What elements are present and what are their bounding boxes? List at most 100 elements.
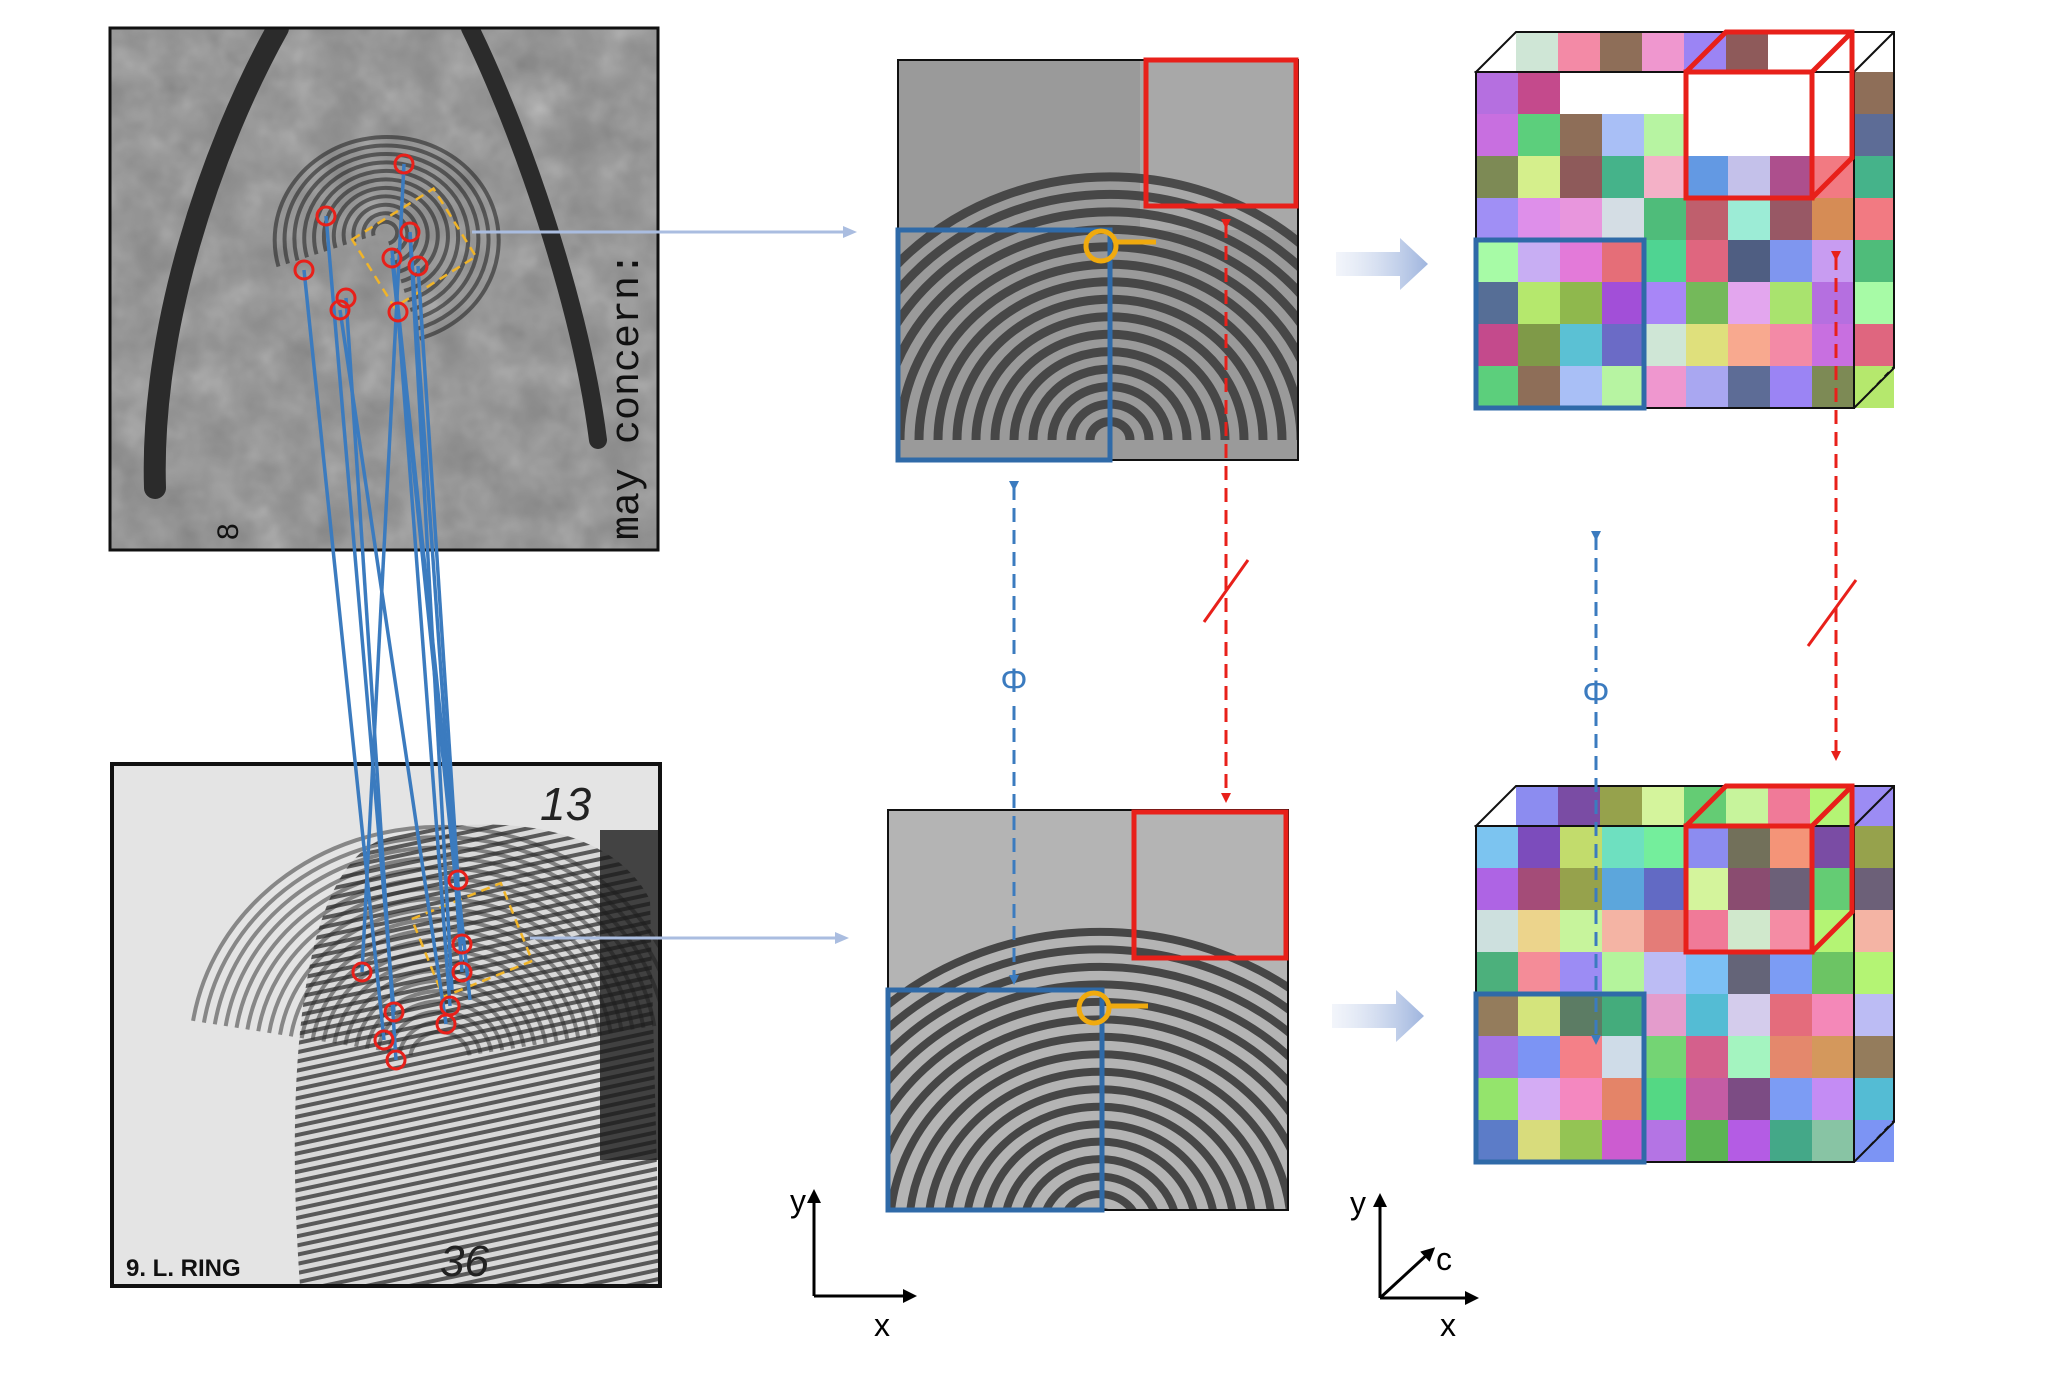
feature-cell: [1476, 324, 1518, 366]
feature-red-region: [1683, 69, 1815, 201]
feature-cell: [1644, 826, 1686, 868]
feature-cell: [1518, 240, 1560, 282]
feature-cell: [1476, 282, 1518, 324]
latent-print-image: may concern: 8: [108, 26, 660, 552]
minutiae-correspondence-lines: [302, 163, 472, 1061]
feature-cell: [1728, 910, 1770, 952]
feature-red-region: [1683, 823, 1815, 955]
feature-cell-back: [1600, 786, 1642, 826]
feature-cell: [1812, 1120, 1854, 1162]
axes-3d: y x c: [1350, 1185, 1479, 1343]
latent-patch-blue-region: [895, 227, 1113, 463]
feature-cell-side: [1854, 114, 1894, 156]
ridge-line: [888, 962, 1288, 1060]
feature-cell: [1728, 952, 1770, 994]
minutia-marker: [447, 869, 469, 891]
ridge-line: [322, 177, 450, 293]
feature-cell-back: [1516, 786, 1558, 826]
feature-cell: [1728, 156, 1770, 198]
ridge-line: [332, 958, 548, 1044]
feature-cell: [1476, 910, 1518, 952]
feature-cell: [1644, 1036, 1686, 1078]
feature-cell: [1770, 114, 1812, 156]
feature-cell: [1686, 366, 1728, 408]
feature-cell: [1728, 994, 1770, 1036]
latent-feature-map: [1473, 29, 1895, 411]
ridge-line: [302, 160, 471, 312]
feature-blue-region: [1473, 991, 1647, 1165]
rolled-finger-label: 9. L. RING: [126, 1255, 241, 1282]
feature-cell: [1644, 1078, 1686, 1120]
feature-cell: [1686, 114, 1728, 156]
feature-cell: [1518, 72, 1560, 114]
feature-cell-back: [1768, 786, 1810, 826]
feature-cell: [1560, 240, 1602, 282]
feature-map-hidden-edge: [1853, 1119, 1895, 1163]
feature-cell: [1812, 114, 1854, 156]
feature-cell: [1644, 910, 1686, 952]
feature-cell: [1476, 1036, 1518, 1078]
feature-cell-side: [1854, 1036, 1894, 1078]
feature-cell: [1686, 910, 1728, 952]
feature-cell: [1812, 826, 1854, 868]
latent-patch: [895, 57, 1299, 463]
minutia-marker: [407, 255, 429, 277]
ridge-line: [288, 917, 592, 1037]
feature-cell: [1686, 198, 1728, 240]
feature-cell: [1560, 324, 1602, 366]
feature-cell: [1602, 1036, 1644, 1078]
ridge-line: [272, 135, 501, 341]
feature-cell: [1518, 994, 1560, 1036]
latent-patch-red-region: [1143, 57, 1299, 209]
feature-cell: [1770, 952, 1812, 994]
minutia-marker: [451, 933, 473, 955]
feature-cell: [1644, 952, 1686, 994]
feature-cell: [1770, 1120, 1812, 1162]
ridge-line: [282, 143, 491, 331]
feature-cell: [1686, 826, 1728, 868]
minutia-marker: [315, 205, 337, 227]
feature-cell: [1728, 1078, 1770, 1120]
axes-2d: y x: [790, 1183, 917, 1343]
feature-cell: [1686, 868, 1728, 910]
feature-cell: [1728, 114, 1770, 156]
ridge-line: [267, 896, 613, 1034]
feature-cell: [1602, 910, 1644, 952]
feature-cell: [1644, 324, 1686, 366]
feature-cell: [1686, 1120, 1728, 1162]
feature-cell: [1770, 240, 1812, 282]
feature-cell: [1686, 994, 1728, 1036]
feature-cell: [1602, 1078, 1644, 1120]
ridge-line: [278, 906, 602, 1036]
feature-cell: [1644, 156, 1686, 198]
minutia-marker: [387, 301, 409, 323]
feature-cell: [1770, 868, 1812, 910]
ridge-line: [898, 172, 1298, 270]
rolled-patch-blue-region: [885, 987, 1105, 1213]
feature-cell: [1812, 72, 1854, 114]
feature-cell-back: [1726, 786, 1768, 826]
feature-cell-side: [1854, 156, 1894, 198]
feature-cell: [1728, 1036, 1770, 1078]
feature-cell-side: [1854, 868, 1894, 910]
feature-cell: [1812, 240, 1854, 282]
ridge-line: [888, 980, 1288, 1088]
feature-cell: [1518, 1036, 1560, 1078]
feature-cell: [1812, 198, 1854, 240]
feature-cell: [1644, 1120, 1686, 1162]
minutia-marker: [399, 221, 421, 243]
minutia-marker: [293, 259, 315, 281]
minutia-marker: [383, 1001, 405, 1023]
feature-cell: [1476, 156, 1518, 198]
feature-cell: [1728, 826, 1770, 868]
patch-equivalence-symbol: Φ: [998, 660, 1030, 700]
feature-cell: [1686, 1078, 1728, 1120]
feature-cell-side: [1854, 72, 1894, 114]
feature-cell: [1602, 826, 1644, 868]
ridge-line: [331, 185, 440, 284]
feature-map-edge: [1853, 785, 1895, 827]
feature-cell: [1518, 910, 1560, 952]
feature-cell: [1476, 366, 1518, 408]
feature-cell: [1728, 72, 1770, 114]
